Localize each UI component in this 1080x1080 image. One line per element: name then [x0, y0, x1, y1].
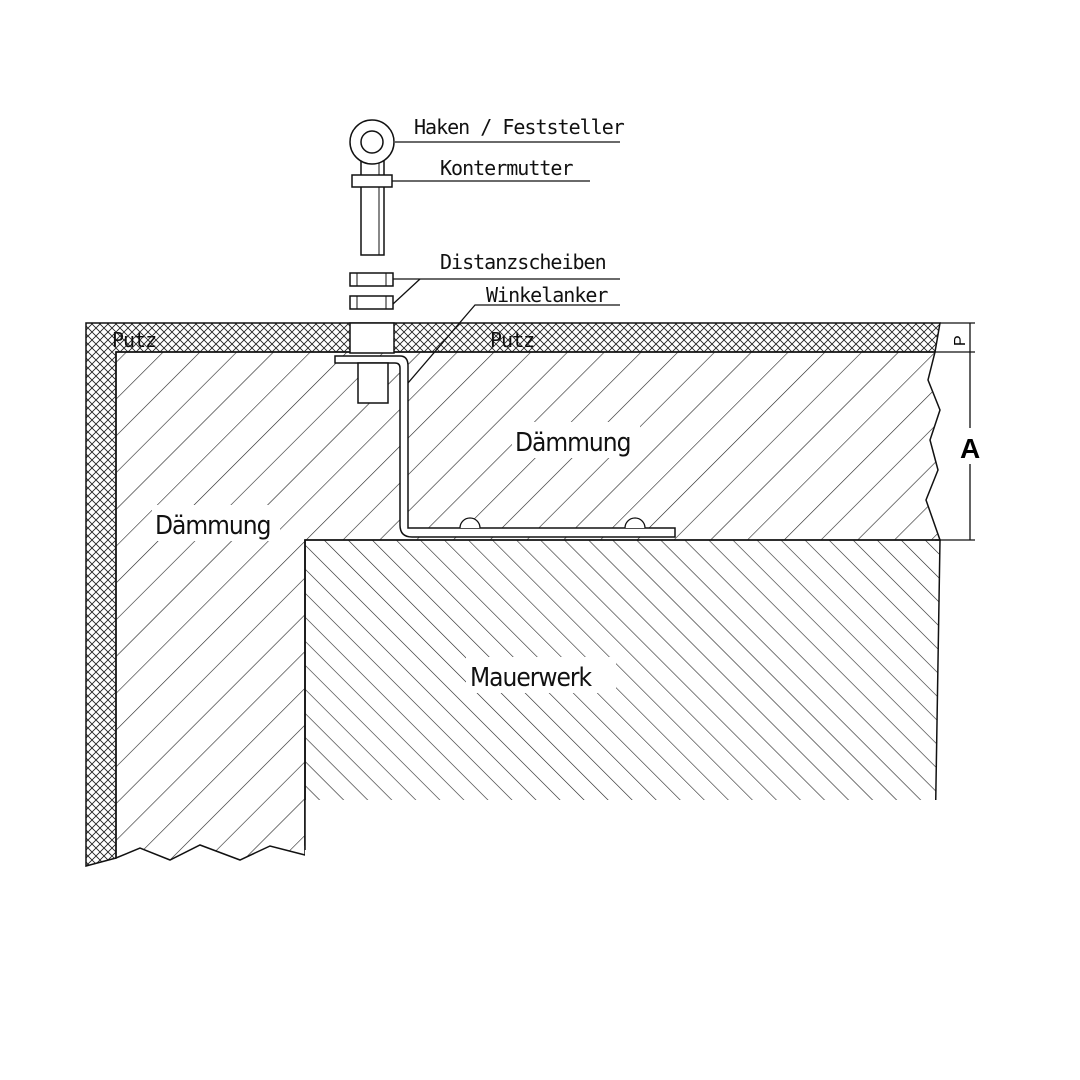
label-daemmung-top: Dämmung [515, 428, 630, 458]
masonry-layer [304, 539, 945, 860]
leader-lines [392, 141, 620, 384]
label-putz-left: Putz [112, 328, 156, 352]
plaster-hole [349, 322, 395, 354]
dimension-a: A [960, 433, 980, 464]
label-daemmung-left: Dämmung [155, 511, 270, 541]
label-winkelanker: Winkelanker [486, 283, 608, 307]
label-haken: Haken / Feststeller [414, 115, 625, 139]
dimension-p: P [952, 335, 969, 346]
label-distanzscheiben: Distanzscheiben [440, 250, 606, 274]
spacer-washers [349, 272, 394, 310]
label-putz-right: Putz [490, 328, 534, 352]
label-kontermutter: Kontermutter [440, 156, 573, 180]
anchor-socket [357, 362, 389, 404]
label-mauerwerk: Mauerwerk [470, 663, 592, 693]
lock-nut [351, 174, 393, 188]
angle-anchor [334, 355, 676, 538]
